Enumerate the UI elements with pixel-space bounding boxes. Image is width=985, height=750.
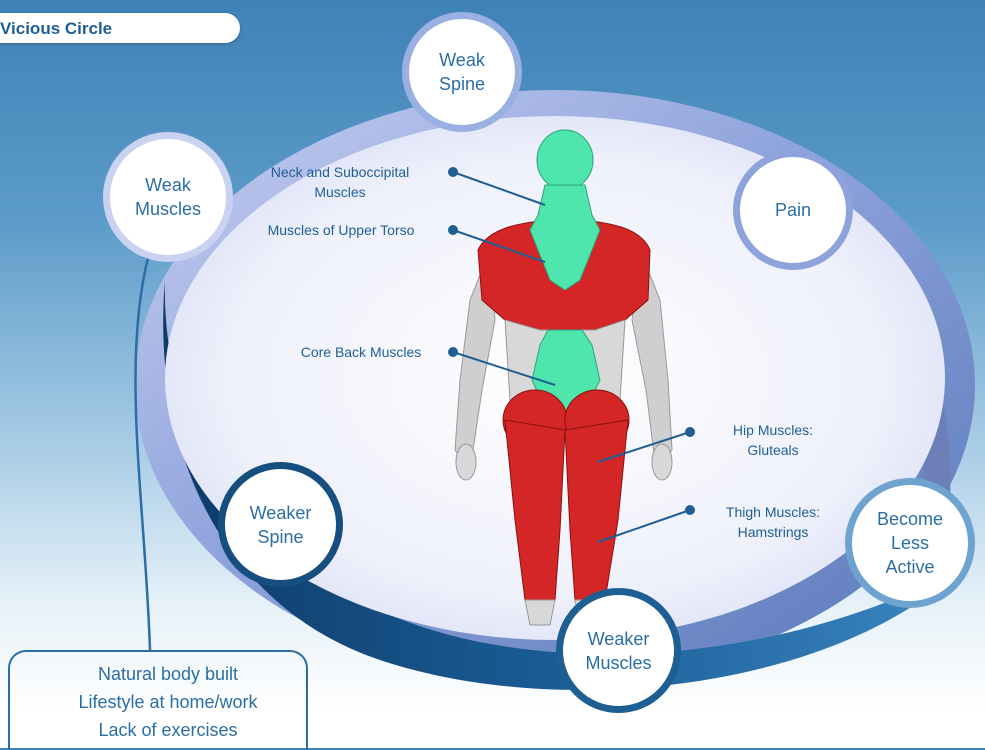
label-core-back: Core Back Muscles [276,342,446,362]
label-hip-muscles: Hip Muscles: Gluteals [698,420,848,460]
node-weak-spine: Weak Spine [402,12,522,132]
node-weak-muscles: Weak Muscles [103,132,233,262]
label-upper-torso: Muscles of Upper Torso [236,220,446,240]
label-neck-muscles: Neck and Suboccipital Muscles [240,162,440,202]
node-pain: Pain [733,150,853,270]
node-become-less-active-label: Become Less Active [877,507,943,579]
node-weaker-spine-label: Weaker Spine [250,501,312,549]
node-weaker-muscles: Weaker Muscles [556,588,681,713]
node-pain-label: Pain [775,198,811,222]
node-weaker-spine: Weaker Spine [218,462,343,587]
node-become-less-active: Become Less Active [845,478,975,608]
label-thigh-muscles: Thigh Muscles: Hamstrings [698,502,848,542]
diagram-title: Vicious Circle [0,19,112,39]
factor-item: Natural body built [8,664,328,685]
node-weak-muscles-label: Weak Muscles [135,173,201,221]
node-weak-spine-label: Weak Spine [439,48,485,96]
factor-item: Lifestyle at home/work [8,692,328,713]
node-weaker-muscles-label: Weaker Muscles [585,627,651,675]
contributing-factors-box: Natural body built Lifestyle at home/wor… [8,650,308,750]
factor-item: Lack of exercises [8,720,328,741]
